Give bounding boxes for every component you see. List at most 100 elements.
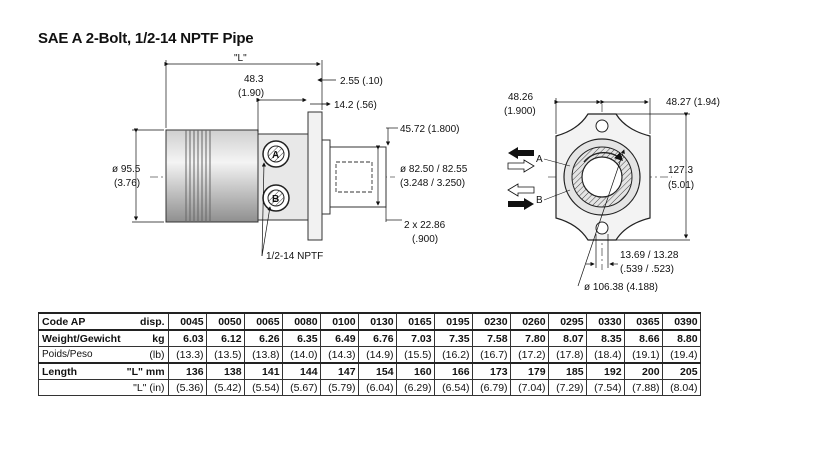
end-view: A B 48.26 (1.900) 48.27 (1.94) 127.3 (5.…: [504, 92, 720, 293]
dim-48-26-in: (1.900): [504, 106, 536, 117]
table-cell: (5.36): [167, 379, 207, 396]
table-cell: 7.80: [509, 329, 549, 347]
length-label: Length: [37, 362, 123, 380]
table-cell: 173: [471, 362, 511, 380]
bolt-hole-top: [595, 119, 609, 133]
table-cell: (5.79): [319, 379, 359, 396]
table-cell: (19.1): [623, 346, 663, 364]
header-label: Code AP: [37, 312, 123, 331]
table-cell: (13.3): [167, 346, 207, 364]
table-cell: (8.04): [661, 379, 701, 396]
table-cell: 6.76: [357, 329, 397, 347]
dim-82-50: ø 82.50 / 82.55: [400, 164, 468, 175]
flow-arrow-b-in: [507, 183, 535, 197]
table-cell: 7.35: [433, 329, 473, 347]
table-cell: 141: [243, 362, 283, 380]
table-cell: (13.8): [243, 346, 283, 364]
length-in-spacer: [37, 379, 123, 396]
table-cell: 8.35: [585, 329, 625, 347]
table-cell: 6.35: [281, 329, 321, 347]
table-cell: 0130: [357, 312, 397, 331]
table-cell: (13.5): [205, 346, 245, 364]
dim-45-72: 45.72 (1.800): [400, 124, 460, 135]
dim-82-50-in: (3.248 / 3.250): [400, 178, 465, 189]
table-cell: (5.42): [205, 379, 245, 396]
table-cell: 8.80: [661, 329, 701, 347]
dim-22-86: 2 x 22.86: [404, 220, 446, 231]
table-cell: 138: [205, 362, 245, 380]
table-cell: (14.3): [319, 346, 359, 364]
table-row-length-mm: Length "L" mm 136 138 141 144 147 154 16…: [37, 362, 701, 380]
table-cell: 0065: [243, 312, 283, 331]
table-cell: (6.54): [433, 379, 473, 396]
table-cell: (14.0): [281, 346, 321, 364]
table-cell: 8.66: [623, 329, 663, 347]
table-cell: (7.88): [623, 379, 663, 396]
table-cell: 8.07: [547, 329, 587, 347]
dim-48-27: 48.27 (1.94): [666, 97, 720, 108]
mounting-flange: [307, 111, 323, 241]
table-cell: (16.7): [471, 346, 511, 364]
table-row-length-in: "L" (in) (5.36) (5.42) (5.54) (5.67) (5.…: [37, 379, 701, 396]
table-cell: 179: [509, 362, 549, 380]
dim-13-69: 13.69 / 13.28: [620, 250, 679, 261]
table-cell: (18.4): [585, 346, 625, 364]
svg-text:A: A: [272, 150, 279, 161]
length-in-unit: "L" (in): [122, 379, 169, 396]
table-cell: (5.67): [281, 379, 321, 396]
port-label: 1/2-14 NPTF: [266, 251, 323, 262]
table-cell: 0330: [585, 312, 625, 331]
dim-127-3: 127.3: [668, 165, 693, 176]
table-cell: 144: [281, 362, 321, 380]
dim-14-2: 14.2 (.56): [334, 100, 377, 111]
side-view: A B "L" 48.3 (1.90) 2.55 (.10) 14.2 (.56…: [112, 53, 468, 262]
header-unit: disp.: [122, 312, 169, 331]
weight-label: Weight/Gewicht: [37, 329, 123, 347]
table-cell: (17.8): [547, 346, 587, 364]
label-a: A: [536, 154, 543, 165]
table-cell: 205: [661, 362, 701, 380]
weight-unit: kg: [122, 329, 169, 347]
shaft-end: [581, 156, 623, 198]
table-cell: 0100: [319, 312, 359, 331]
table-row-weight-kg: Weight/Gewicht kg 6.03 6.12 6.26 6.35 6.…: [37, 329, 701, 347]
table-cell: 6.03: [167, 329, 207, 347]
flow-arrow-a-in: [507, 159, 535, 173]
table-cell: 7.58: [471, 329, 511, 347]
table-cell: 7.03: [395, 329, 435, 347]
dim-48-3-in: (1.90): [238, 88, 264, 99]
table-cell: 147: [319, 362, 359, 380]
table-cell: 0365: [623, 312, 663, 331]
dim-48-3: 48.3: [244, 74, 264, 85]
dim-95-5-in: (3.76): [114, 178, 140, 189]
dim-l: "L": [234, 53, 247, 64]
table-header-row: Code AP disp. 0045 0050 0065 0080 0100 0…: [37, 312, 701, 331]
port-a: A: [262, 140, 290, 168]
table-cell: (19.4): [661, 346, 701, 364]
dim-95-5: ø 95.5: [112, 164, 141, 175]
dim-127-3-in: (5.01): [668, 180, 694, 191]
table-cell: (7.04): [509, 379, 549, 396]
table-cell: (17.2): [509, 346, 549, 364]
table-cell: 0080: [281, 312, 321, 331]
port-b: B: [262, 184, 290, 212]
table-cell: 6.12: [205, 329, 245, 347]
table-cell: 6.49: [319, 329, 359, 347]
table-cell: (14.9): [357, 346, 397, 364]
table-cell: 0045: [167, 312, 207, 331]
svg-text:B: B: [272, 194, 279, 205]
table-cell: 136: [167, 362, 207, 380]
table-cell: 0195: [433, 312, 473, 331]
body-ribs: [185, 130, 211, 222]
table-cell: 0165: [395, 312, 435, 331]
table-cell: 160: [395, 362, 435, 380]
table-cell: (7.29): [547, 379, 587, 396]
table-cell: 0260: [509, 312, 549, 331]
table-cell: 154: [357, 362, 397, 380]
spec-table: Code AP disp. 0045 0050 0065 0080 0100 0…: [37, 312, 701, 396]
table-cell: 200: [623, 362, 663, 380]
table-cell: (6.79): [471, 379, 511, 396]
technical-drawing: A B "L" 48.3 (1.90) 2.55 (.10) 14.2 (.56…: [112, 53, 720, 293]
output-shaft: [329, 146, 387, 208]
shaft-key: [335, 161, 373, 193]
